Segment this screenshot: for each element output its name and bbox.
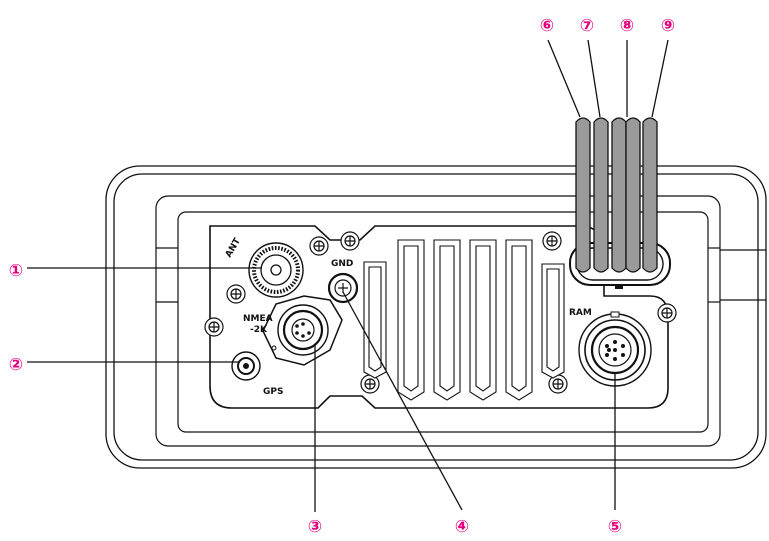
nmea-label-line2: -2K xyxy=(250,325,268,335)
nmea-label-line1: NMEA xyxy=(243,314,273,324)
cable-wires xyxy=(575,117,658,273)
callout-7: ⑦ xyxy=(580,16,594,36)
cable-bundle xyxy=(569,117,671,289)
gps-connector xyxy=(231,351,261,381)
nmea2000-connector xyxy=(262,295,343,366)
vent-slot-short xyxy=(541,263,565,379)
callout-6: ⑥ xyxy=(540,16,554,36)
ram-connector xyxy=(578,311,652,387)
screw-icon xyxy=(657,303,677,323)
mounting-frame xyxy=(155,195,766,447)
callout-3: ③ xyxy=(308,517,322,537)
outer-housing xyxy=(105,165,767,469)
callout-2: ② xyxy=(9,355,23,375)
antenna-connector xyxy=(248,242,304,298)
vent-slot-short xyxy=(363,261,387,379)
vent-slot xyxy=(469,239,497,401)
callout-5: ⑤ xyxy=(608,517,622,537)
vent-slot xyxy=(433,239,461,401)
ram-label: RAM xyxy=(569,308,592,318)
callout-1: ① xyxy=(9,261,23,281)
gps-label: GPS xyxy=(263,387,283,397)
screw-icon xyxy=(204,317,224,337)
screw-icon xyxy=(226,284,246,304)
screw-icon xyxy=(309,236,329,256)
screw-icon xyxy=(360,374,380,394)
callout-9: ⑨ xyxy=(661,16,675,36)
vent-slot xyxy=(397,239,425,401)
screws xyxy=(204,231,677,394)
leader-lines xyxy=(27,39,669,512)
gnd-terminal xyxy=(327,272,359,304)
callout-8: ⑧ xyxy=(620,16,634,36)
screw-icon xyxy=(542,231,562,251)
callouts: ① ② ③ ④ ⑤ ⑥ ⑦ ⑧ ⑨ xyxy=(9,16,675,537)
vent-slot xyxy=(505,239,533,401)
gnd-label: GND xyxy=(331,259,353,269)
callout-4: ④ xyxy=(455,517,469,537)
screw-icon xyxy=(340,231,360,251)
